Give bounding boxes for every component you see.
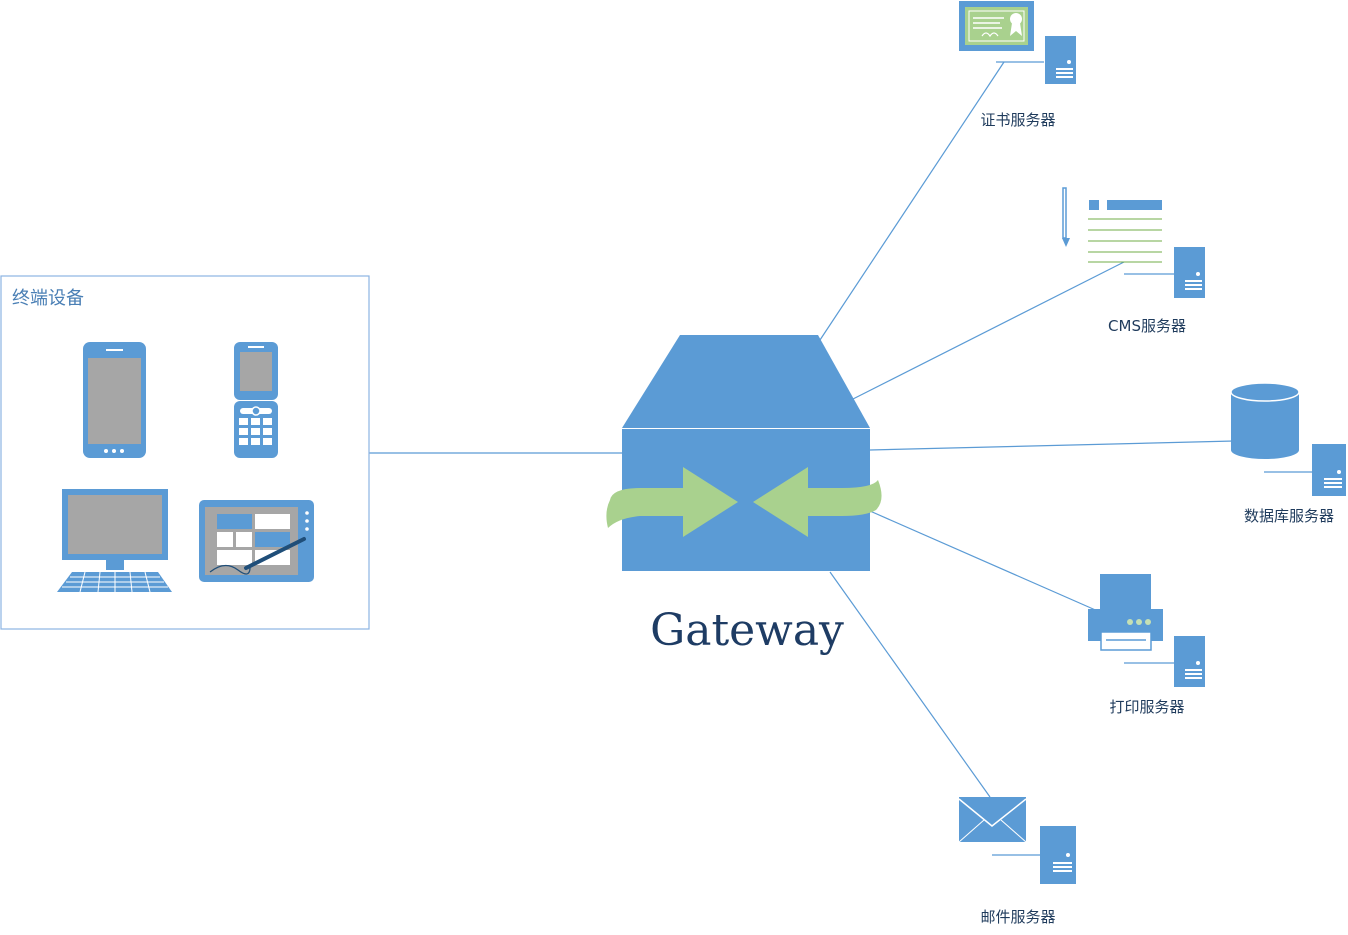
server-label-mail: 邮件服务器 [980,908,1055,926]
connector-gateway-cert [817,61,1005,344]
terminal-group-label: 终端设备 [12,288,84,309]
connector-gateway-cms [852,261,1125,400]
arrow-right-icon [606,467,738,537]
server-label-print: 打印服务器 [1109,698,1184,716]
server-label-cert: 证书服务器 [980,111,1055,129]
arrow-left-icon [753,467,882,537]
connector-gateway-mail [829,571,991,798]
connector-gateway-print [869,510,1101,613]
printer-icon [1088,574,1163,651]
smartphone-icon [83,342,146,458]
server-label-db: 数据库服务器 [1244,507,1334,525]
gateway-icon [606,335,882,571]
envelope-icon [958,797,1027,843]
tablet-icon [199,500,314,582]
terminal-group: 终端设备 [0,275,370,630]
document-edit-icon [1062,187,1162,263]
terminal-group-frame [0,275,370,630]
server-icon-cert [1045,36,1076,84]
database-icon [1230,382,1300,459]
desktop-computer-icon [57,489,172,593]
server-icon-db [1312,444,1346,496]
server-label-cms: CMS服务器 [1108,317,1186,335]
certificate-icon [959,1,1034,51]
server-icon-print [1174,636,1205,687]
connectors [369,61,1312,856]
server-icon-mail [1040,826,1076,884]
connector-gateway-db [869,440,1235,451]
gateway-label: Gateway [650,605,844,656]
server-icon-cms [1174,247,1205,298]
mobile-phone-icon [234,342,278,458]
